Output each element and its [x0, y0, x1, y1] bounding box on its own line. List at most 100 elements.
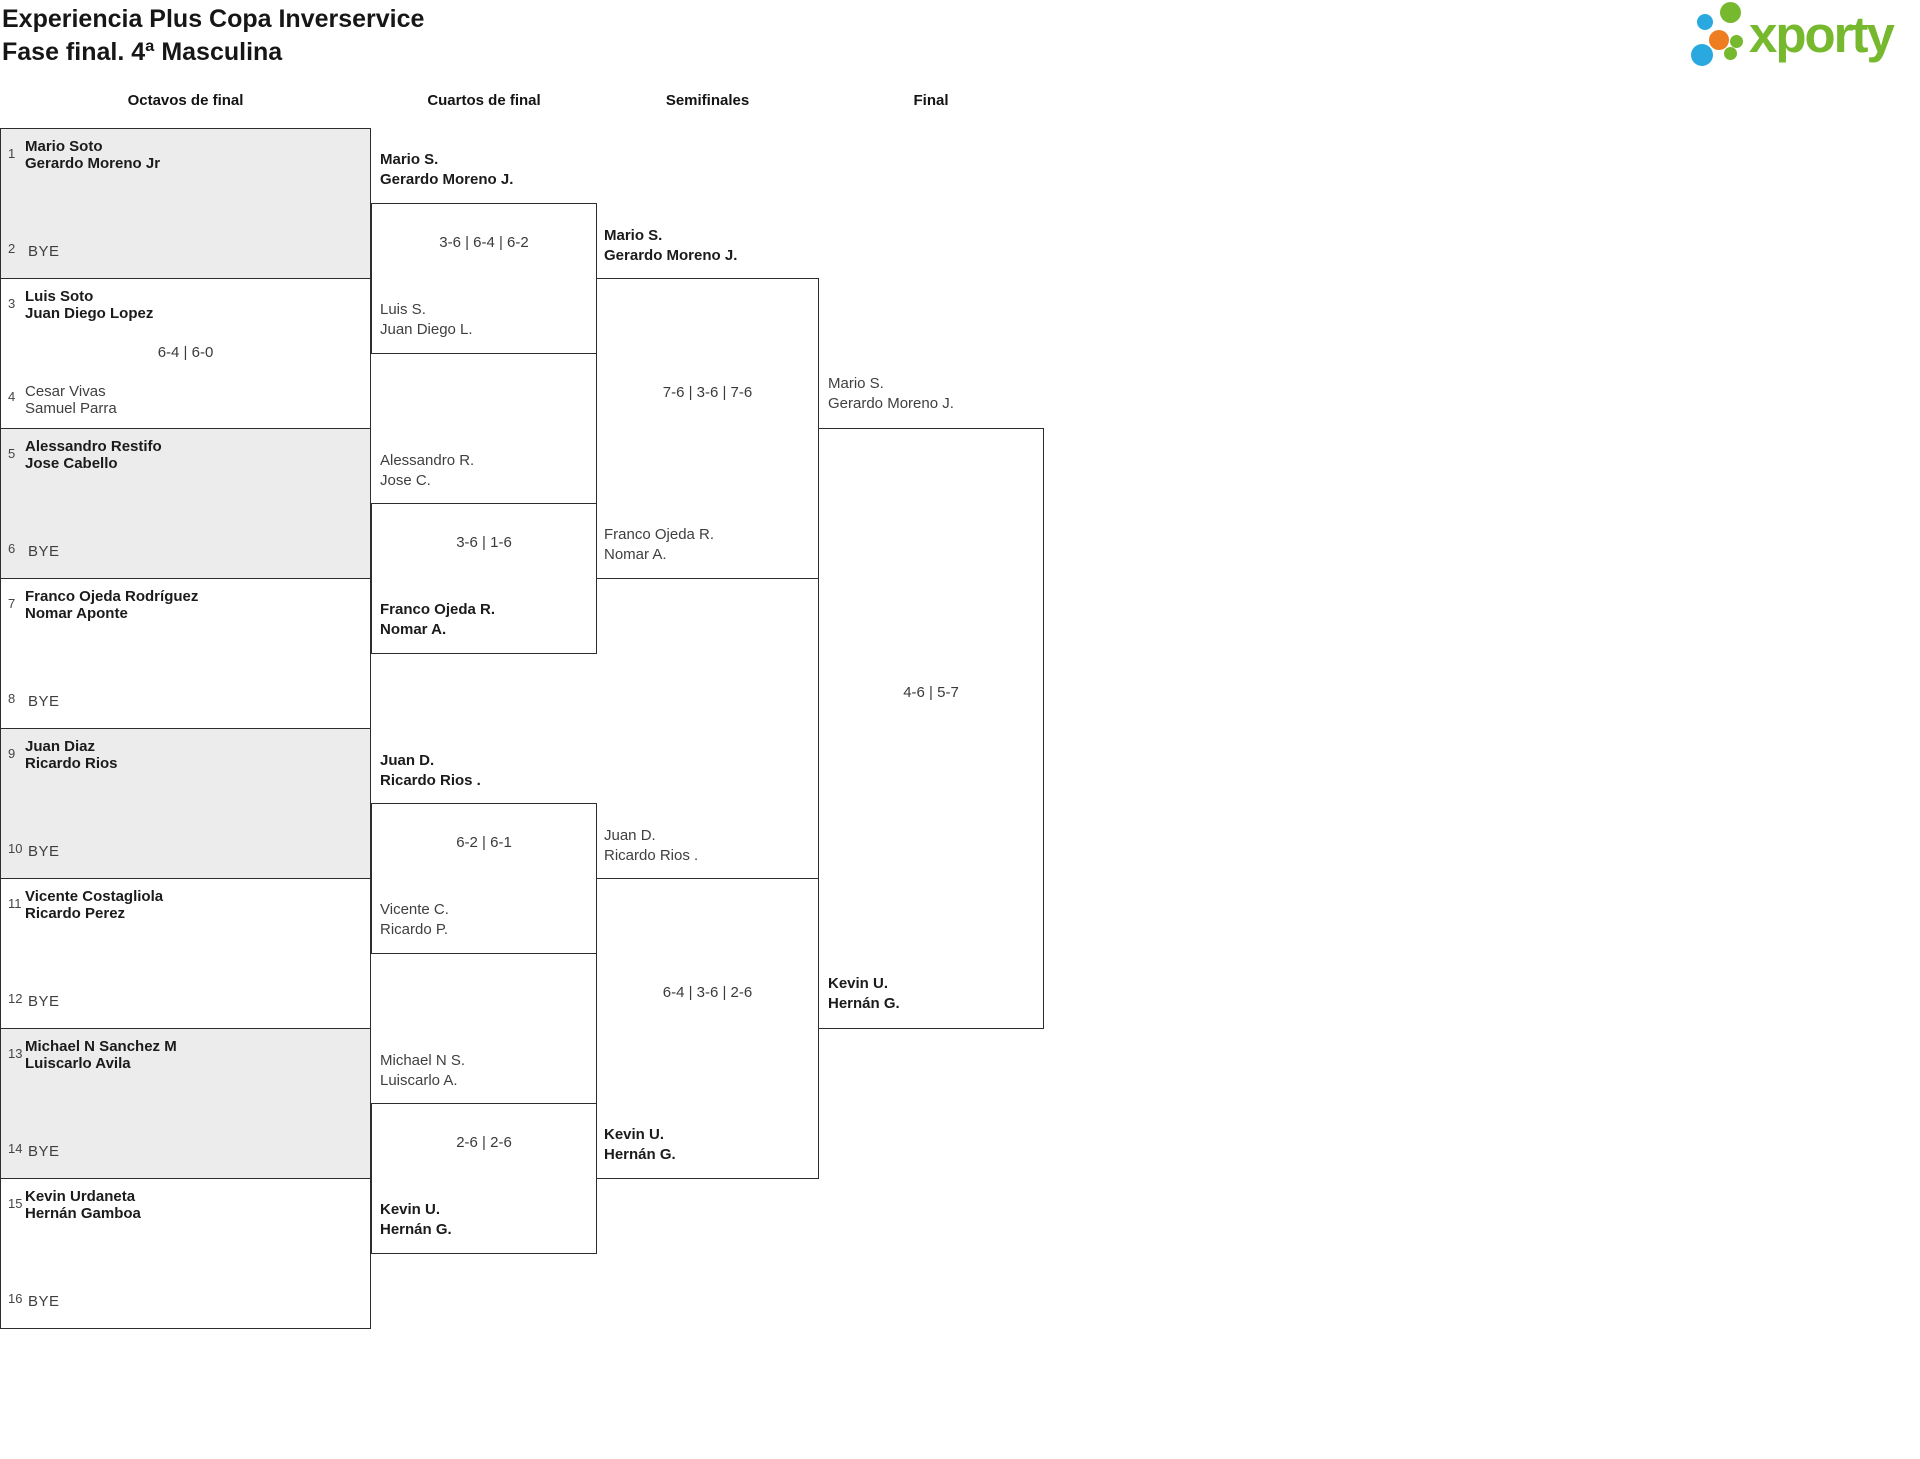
player-name: Vicente Costagliola [25, 888, 164, 905]
player-name: Mario S. [380, 151, 439, 168]
player-name: Hernán G. [604, 1146, 676, 1163]
logo-dot-icon [1691, 44, 1713, 66]
player-name: Kevin U. [380, 1201, 441, 1218]
player-name: Hernán G. [828, 995, 900, 1012]
player-name: Juan Diego L. [380, 321, 473, 338]
logo-dot-icon [1730, 35, 1743, 48]
seed-number: 4 [8, 389, 16, 404]
logo-dot-icon [1724, 47, 1737, 60]
player-name: Kevin Urdaneta [25, 1188, 136, 1205]
r16-match-9-10: 9 Juan Diaz Ricardo Rios 10 BYE [0, 728, 371, 879]
team-pair: Vicente Costagliola Ricardo Perez [25, 888, 163, 922]
qf4-score: 2-6 | 2-6 [456, 1134, 512, 1151]
player-name: Nomar Aponte [25, 605, 128, 622]
seed-number: 16 [8, 1291, 23, 1306]
seed-number: 13 [8, 1046, 23, 1061]
seed-number: 5 [8, 446, 16, 461]
player-name: Kevin U. [828, 975, 889, 992]
bye-slot: BYE [28, 1293, 60, 1310]
qf1-top-team: Mario S. Gerardo Moreno J. [380, 150, 513, 190]
qf1-bottom-team: Luis S. Juan Diego L. [380, 300, 473, 340]
bye-label: BYE [28, 693, 60, 710]
player-name: Michael N S. [380, 1052, 466, 1069]
sf2-bottom-team: Kevin U. Hernán G. [604, 1125, 676, 1165]
team-pair: Franco Ojeda Rodríguez Nomar Aponte [25, 588, 198, 622]
bye-slot: BYE [28, 243, 60, 260]
player-name: Hernán G. [380, 1221, 452, 1238]
player-name: Juan D. [380, 752, 435, 769]
player-name: Juan Diaz [25, 738, 96, 755]
seed-number: 9 [8, 746, 16, 761]
qf4-bottom-team: Kevin U. Hernán G. [380, 1200, 452, 1240]
player-name: Cesar Vivas [25, 383, 106, 400]
player-name: Samuel Parra [25, 400, 117, 417]
bye-label: BYE [28, 543, 60, 560]
player-name: Vicente C. [380, 901, 449, 918]
player-name: Nomar A. [604, 546, 667, 563]
r16-match-11-12: 11 Vicente Costagliola Ricardo Perez 12 … [0, 878, 371, 1029]
qf3-score: 6-2 | 6-1 [456, 834, 512, 851]
seed-number: 3 [8, 296, 16, 311]
player-name: Franco Ojeda Rodríguez [25, 588, 199, 605]
final-top-team: Mario S. Gerardo Moreno J. [828, 374, 954, 414]
team-pair: Alessandro Restifo Jose Cabello [25, 438, 162, 472]
player-name: Juan D. [604, 827, 656, 844]
player-name: Mario Soto [25, 138, 103, 155]
bye-label: BYE [28, 993, 60, 1010]
player-name: Ricardo Rios [25, 755, 118, 772]
player-name: Nomar A. [380, 621, 447, 638]
final-bottom-team: Kevin U. Hernán G. [828, 974, 900, 1014]
bye-label: BYE [28, 1143, 60, 1160]
qf2-score: 3-6 | 1-6 [456, 534, 512, 551]
player-name: Alessandro R. [380, 452, 475, 469]
player-name: Luis S. [380, 301, 426, 318]
r16-match-13-14: 13 Michael N Sanchez M Luiscarlo Avila 1… [0, 1028, 371, 1179]
sf1-top-team: Mario S. Gerardo Moreno J. [604, 226, 737, 266]
bye-slot: BYE [28, 693, 60, 710]
page-title: Experiencia Plus Copa Inverservice Fase … [2, 3, 424, 69]
player-name: Luiscarlo Avila [25, 1055, 131, 1072]
bye-label: BYE [28, 243, 60, 260]
player-name: Hernán Gamboa [25, 1205, 141, 1222]
bye-label: BYE [28, 843, 60, 860]
r16-match-7-8: 7 Franco Ojeda Rodríguez Nomar Aponte 8 … [0, 578, 371, 729]
r16-match-5-6: 5 Alessandro Restifo Jose Cabello 6 BYE [0, 428, 371, 579]
team-pair: Mario Soto Gerardo Moreno Jr [25, 138, 160, 172]
qf4-top-team: Michael N S. Luiscarlo A. [380, 1051, 465, 1091]
qf3-bottom-team: Vicente C. Ricardo P. [380, 900, 449, 940]
player-name: Juan Diego Lopez [25, 305, 154, 322]
seed-number: 8 [8, 691, 16, 706]
team-pair: Cesar Vivas Samuel Parra [25, 383, 117, 417]
seed-number: 11 [8, 896, 22, 911]
final-connector [818, 428, 1044, 1029]
player-name: Ricardo Rios . [604, 847, 699, 864]
player-name: Luis Soto [25, 288, 94, 305]
sf1-bottom-team: Franco Ojeda R. Nomar A. [604, 525, 714, 565]
bye-slot: BYE [28, 1143, 60, 1160]
bye-slot: BYE [28, 993, 60, 1010]
qf2-bottom-team: Franco Ojeda R. Nomar A. [380, 600, 495, 640]
round-header-semifinales: Semifinales [665, 92, 750, 109]
r16-match-3-4: 3 Luis Soto Juan Diego Lopez 6-4 | 6-0 4… [0, 278, 371, 429]
bye-slot: BYE [28, 543, 60, 560]
r16-match-15-16: 15 Kevin Urdaneta Hernán Gamboa 16 BYE [0, 1178, 371, 1329]
player-name: Mario S. [828, 375, 884, 392]
final-score: 4-6 | 5-7 [903, 684, 959, 701]
qf3-top-team: Juan D. Ricardo Rios . [380, 751, 481, 791]
seed-number: 15 [8, 1196, 23, 1211]
seed-number: 1 [8, 146, 16, 161]
qf1-score: 3-6 | 6-4 | 6-2 [439, 234, 529, 251]
qf2-top-team: Alessandro R. Jose C. [380, 451, 474, 491]
player-name: Gerardo Moreno J. [828, 395, 954, 412]
player-name: Gerardo Moreno J. [604, 247, 738, 264]
seed-number: 2 [8, 241, 16, 256]
player-name: Gerardo Moreno Jr [25, 155, 161, 172]
bye-label: BYE [28, 1293, 60, 1310]
player-name: Franco Ojeda R. [604, 526, 715, 543]
logo-dot-icon [1697, 14, 1713, 30]
seed-number: 7 [8, 596, 16, 611]
team-pair: Juan Diaz Ricardo Rios [25, 738, 118, 772]
player-name: Franco Ojeda R. [380, 601, 496, 618]
player-name: Alessandro Restifo [25, 438, 162, 455]
